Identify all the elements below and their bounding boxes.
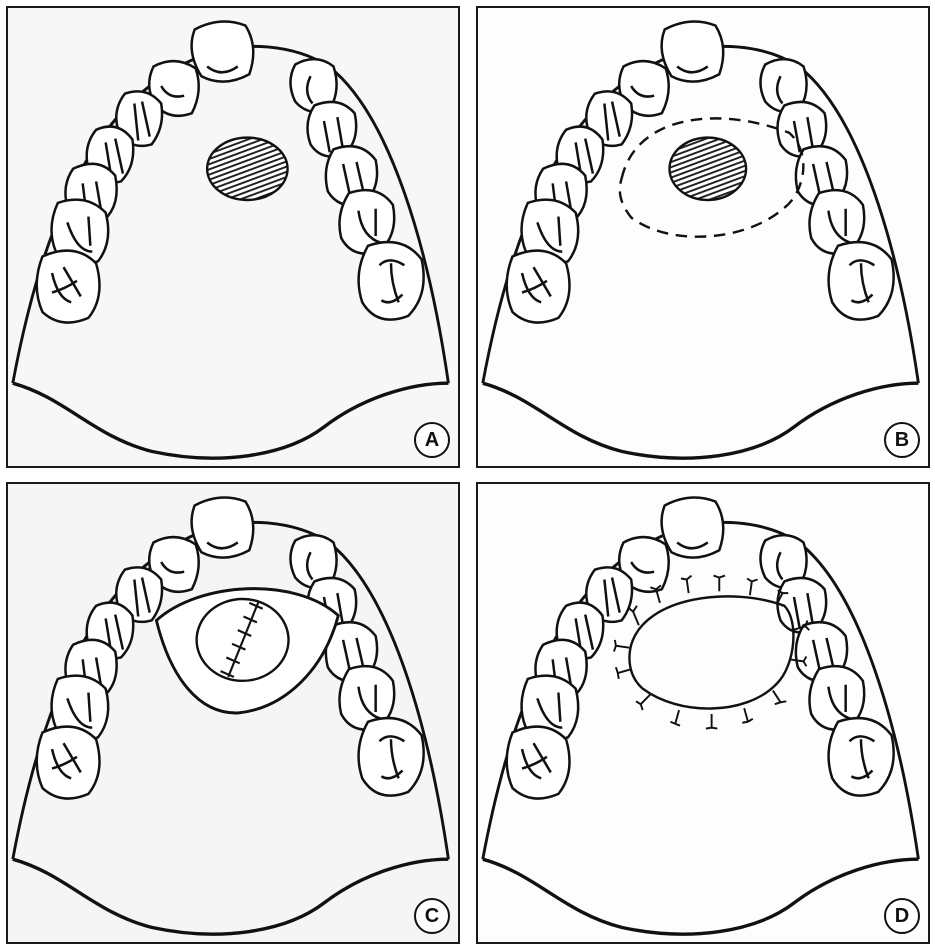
palate-diagram-b [478,8,928,466]
panel-d: D [476,482,930,944]
panel-label: B [884,422,920,458]
panel-label: A [414,422,450,458]
palate-diagram-c [8,484,458,942]
panel-b: B [476,6,930,468]
interrupted-sutures [614,576,809,729]
palate-diagram-a [8,8,458,466]
fistula-defect [207,138,287,200]
panel-c: C [6,482,460,944]
fistula-defect [669,138,746,200]
palate-diagram-d [478,484,928,942]
panel-label: C [414,898,450,934]
sutured-flap-outline [629,596,793,708]
panel-a: A [6,6,460,468]
panel-label: D [884,898,920,934]
